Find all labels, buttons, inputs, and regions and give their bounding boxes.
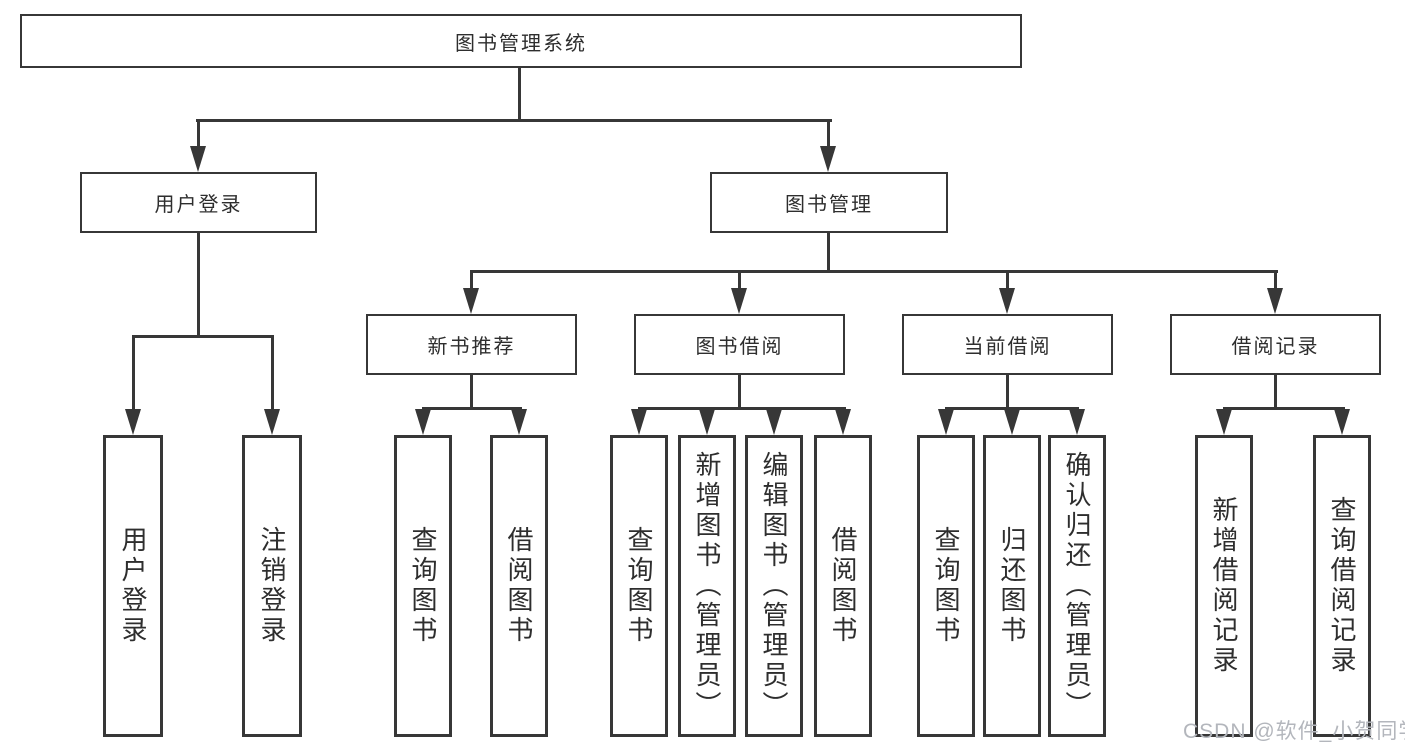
leaf-label: 新增借阅记录: [1209, 496, 1239, 676]
arrowhead-leaf: [1004, 409, 1020, 435]
connector-level3-rail: [470, 270, 1278, 273]
arrowhead-leaf: [766, 409, 782, 435]
watermark: CSDN @软件_小贺同学: [1183, 720, 1405, 743]
arrowhead-current-borrow: [999, 288, 1015, 314]
node-current-borrow-label: 当前借阅: [963, 336, 1052, 358]
arrowhead-leaf: [699, 409, 715, 435]
connector-current-borrow-rail: [945, 407, 1079, 410]
node-user-login: 用户登录: [80, 172, 317, 233]
node-current-borrow: 当前借阅: [902, 314, 1113, 375]
leaf-label: 借阅图书: [828, 526, 858, 646]
leaf-borrow-book-recommend: 借阅图书: [490, 435, 548, 737]
leaf-label: 新增图书（管理员）: [692, 451, 722, 721]
connector-user-login-rail: [132, 335, 274, 338]
node-new-book-recommend: 新书推荐: [366, 314, 577, 375]
leaf-label: 借阅图书: [504, 526, 534, 646]
leaf-confirm-return-admin: 确认归还（管理员）: [1048, 435, 1106, 737]
arrowhead-leaf: [938, 409, 954, 435]
leaf-label: 查询图书: [408, 526, 438, 646]
leaf-logout: 注销登录: [242, 435, 302, 737]
leaf-user-login: 用户登录: [103, 435, 163, 737]
leaf-label: 用户登录: [118, 526, 148, 646]
node-book-borrow-label: 图书借阅: [695, 336, 784, 358]
arrowhead-leaf: [631, 409, 647, 435]
arrowhead-new-book: [463, 288, 479, 314]
leaf-borrow-book: 借阅图书: [814, 435, 872, 737]
arrowhead-leaf-login: [125, 409, 141, 435]
arrowhead-book-mgmt: [820, 146, 836, 172]
leaf-return-book: 归还图书: [983, 435, 1041, 737]
node-root-label: 图书管理系统: [455, 32, 587, 55]
connector-new-book-rail: [422, 407, 522, 410]
arrowhead-leaf: [511, 409, 527, 435]
arrowhead-borrow-record: [1267, 288, 1283, 314]
node-book-borrow: 图书借阅: [634, 314, 845, 375]
arrowhead-leaf-logout: [264, 409, 280, 435]
connector-drop-book-mgmt: [827, 119, 830, 149]
connector-book-mgmt-stem: [827, 231, 830, 273]
leaf-edit-book-admin: 编辑图书（管理员）: [745, 435, 803, 737]
node-root-library-system: 图书管理系统: [20, 14, 1022, 68]
leaf-query-current-borrow: 查询图书: [917, 435, 975, 737]
node-book-mgmt-label: 图书管理: [785, 194, 873, 216]
node-user-login-label: 用户登录: [154, 194, 243, 216]
connector-user-login-stem: [197, 231, 200, 337]
node-new-book-recommend-label: 新书推荐: [427, 336, 516, 358]
leaf-query-book-borrow: 查询图书: [610, 435, 668, 737]
arrowhead-book-borrow: [731, 288, 747, 314]
leaf-query-borrow-record: 查询借阅记录: [1313, 435, 1371, 737]
connector-current-borrow-stem: [1006, 373, 1009, 409]
arrowhead-leaf: [1069, 409, 1085, 435]
connector-book-borrow-rail: [638, 407, 846, 410]
leaf-add-book-admin: 新增图书（管理员）: [678, 435, 736, 737]
connector-borrow-record-stem: [1274, 373, 1277, 409]
connector-drop-leaf-login: [132, 335, 135, 411]
arrowhead-leaf: [1334, 409, 1350, 435]
arrowhead-leaf: [1216, 409, 1232, 435]
arrowhead-user-login: [190, 146, 206, 172]
leaf-label: 查询图书: [624, 526, 654, 646]
leaf-label: 查询借阅记录: [1327, 496, 1357, 676]
leaf-label: 编辑图书（管理员）: [759, 451, 789, 721]
connector-drop-user-login: [197, 119, 200, 149]
connector-drop-borrow-record: [1274, 270, 1277, 292]
connector-drop-leaf-logout: [271, 335, 274, 411]
node-borrow-record-label: 借阅记录: [1231, 336, 1320, 358]
connector-root-stem: [518, 66, 521, 122]
leaf-add-borrow-record: 新增借阅记录: [1195, 435, 1253, 737]
connector-drop-book-borrow: [738, 270, 741, 292]
leaf-label: 确认归还（管理员）: [1062, 451, 1092, 721]
leaf-query-book-recommend: 查询图书: [394, 435, 452, 737]
connector-level2-rail: [196, 119, 832, 122]
leaf-label: 归还图书: [997, 526, 1027, 646]
leaf-label: 注销登录: [257, 526, 287, 646]
arrowhead-leaf: [415, 409, 431, 435]
node-borrow-record: 借阅记录: [1170, 314, 1381, 375]
connector-borrow-record-rail: [1223, 407, 1345, 410]
connector-drop-new-book: [470, 270, 473, 292]
arrowhead-leaf: [835, 409, 851, 435]
connector-book-borrow-stem: [738, 373, 741, 409]
leaf-label: 查询图书: [931, 526, 961, 646]
connector-drop-current-borrow: [1006, 270, 1009, 292]
connector-new-book-stem: [470, 373, 473, 409]
node-book-mgmt: 图书管理: [710, 172, 948, 233]
